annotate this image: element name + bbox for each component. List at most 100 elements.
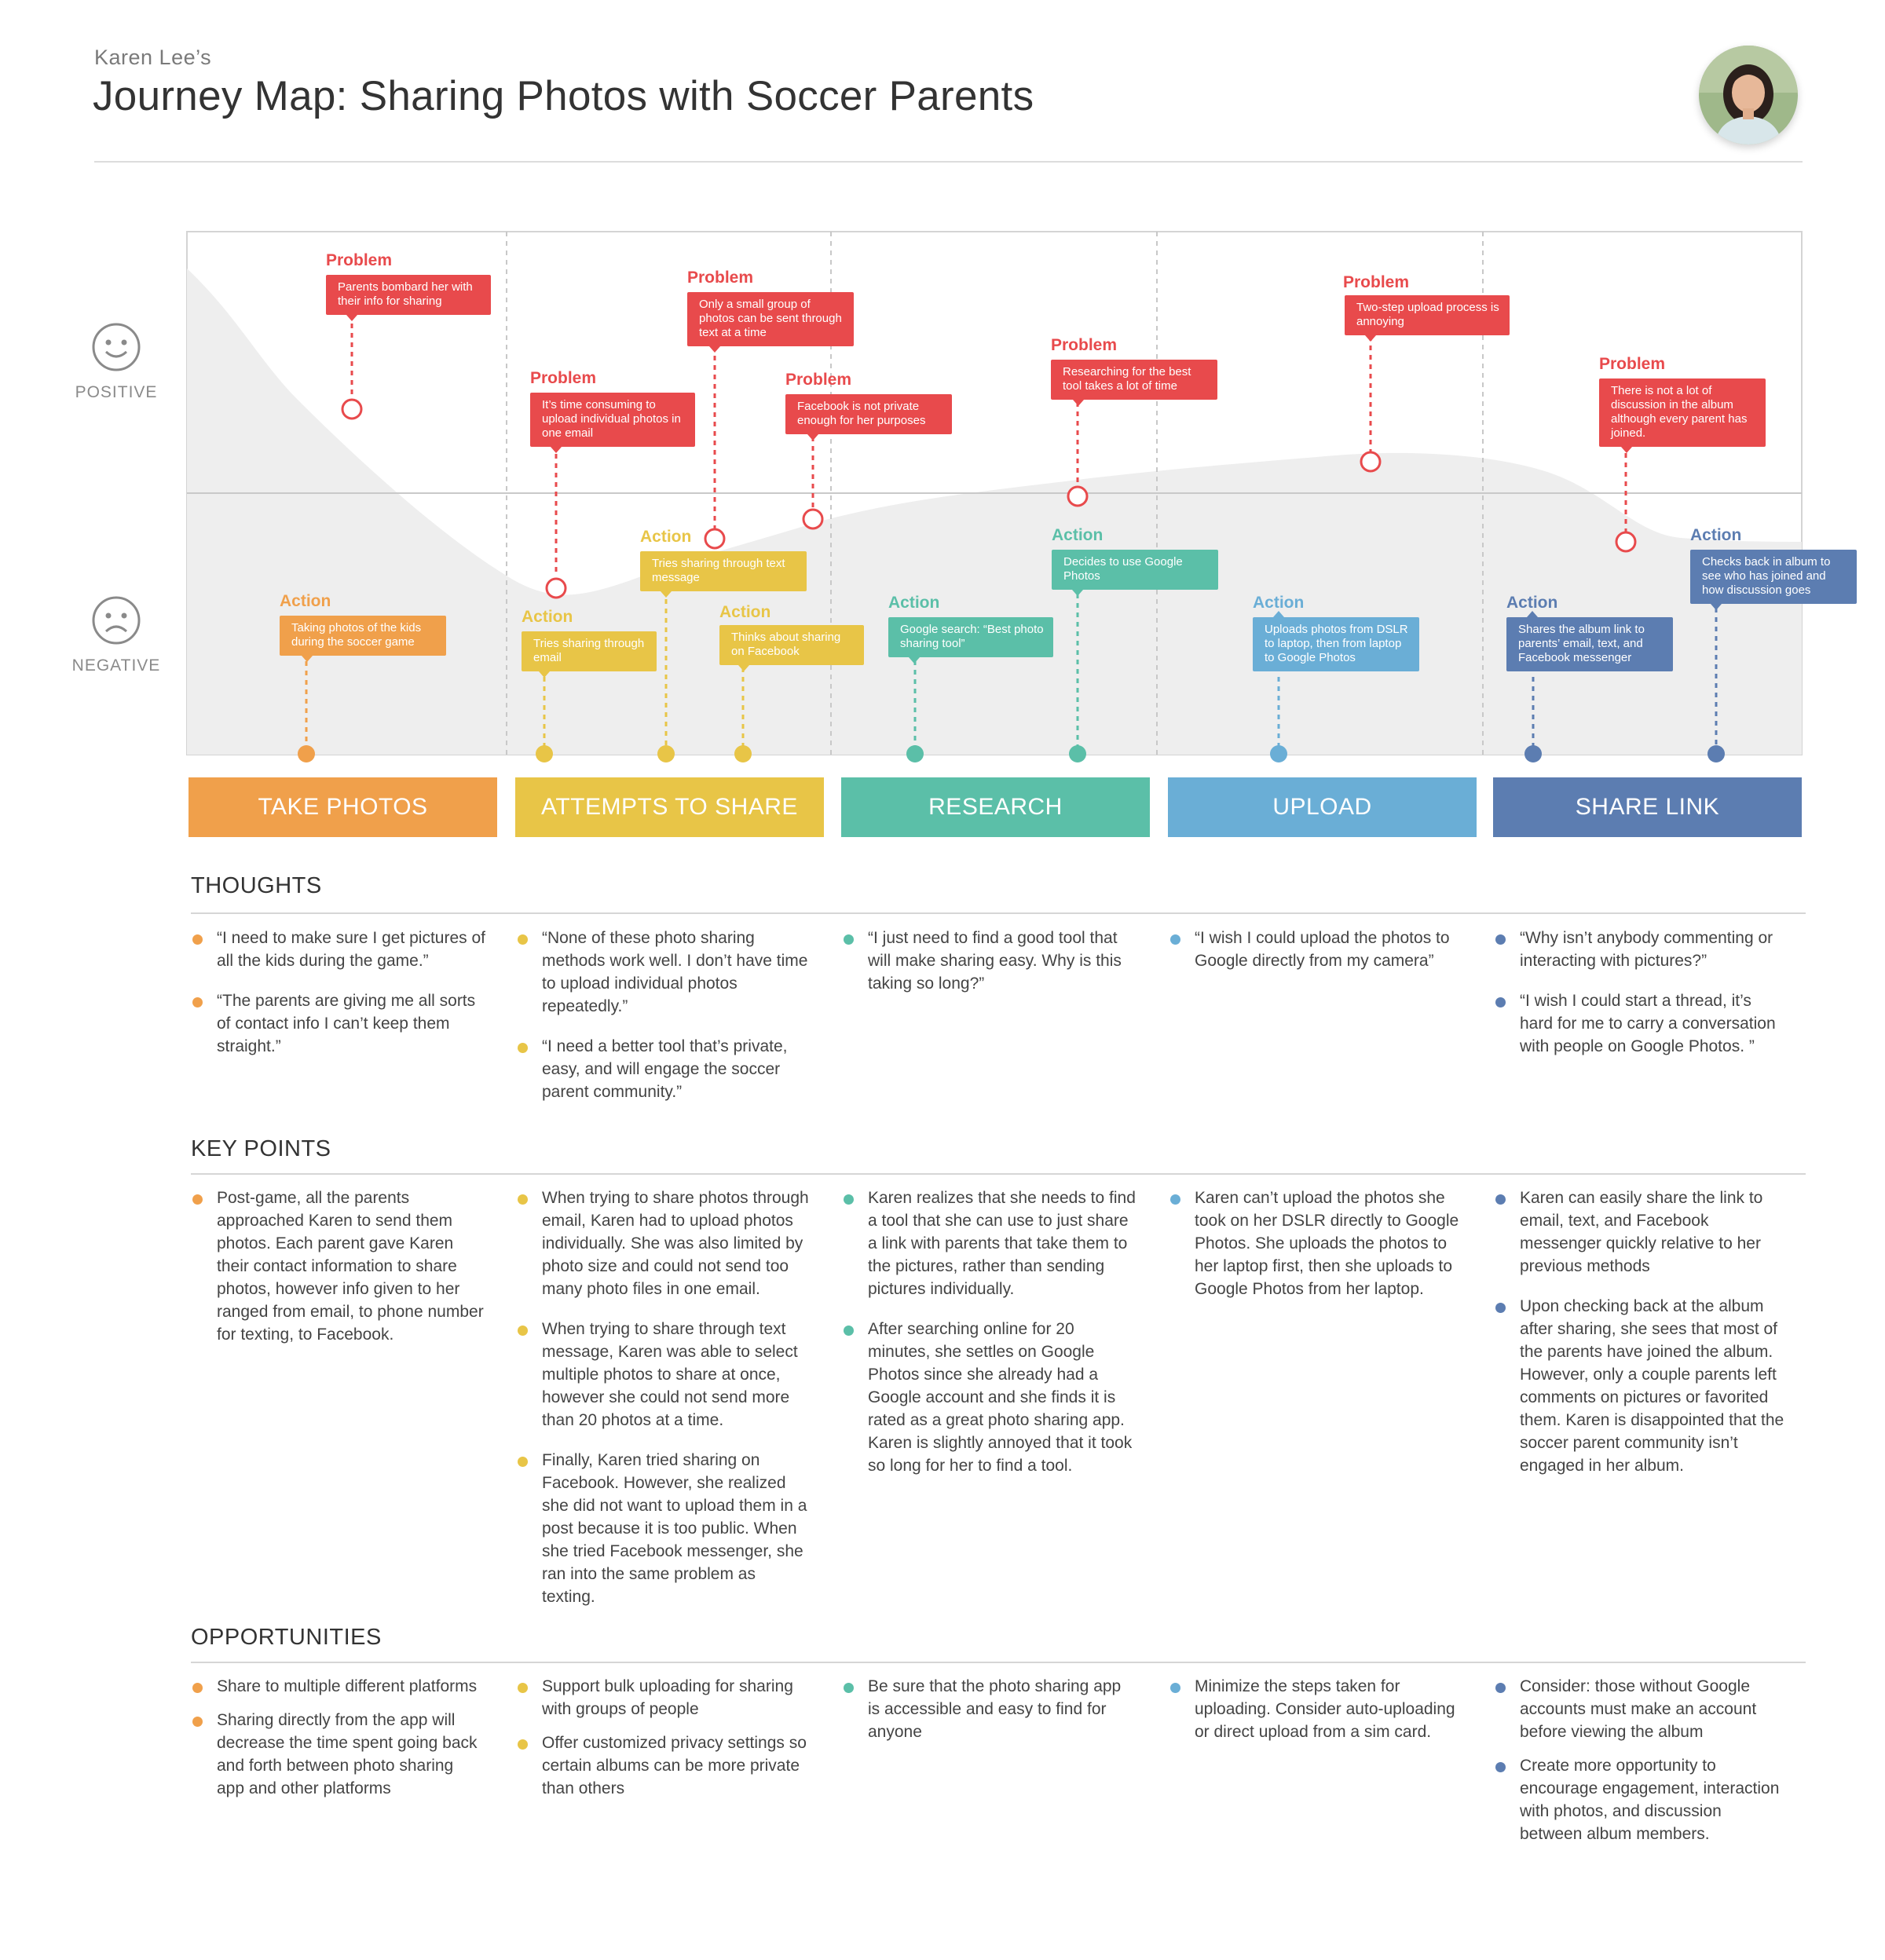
problem-callout: Two-step upload process is annoying xyxy=(1345,295,1510,342)
problem-marker xyxy=(704,528,726,550)
bullet-dot-icon xyxy=(844,1683,854,1693)
list-item-text: Create more opportunity to encourage eng… xyxy=(1520,1757,1780,1843)
list-item: Finally, Karen tried sharing on Facebook… xyxy=(516,1449,811,1608)
list-item: Sharing directly from the app will decre… xyxy=(191,1709,485,1800)
bullet-dot-icon xyxy=(192,997,203,1007)
action-tag: Action xyxy=(280,592,331,610)
bullet-dot-icon xyxy=(518,1043,528,1053)
list-item-text: Karen realizes that she needs to find a … xyxy=(868,1189,1136,1298)
problem-callout: It’s time consuming to upload individual… xyxy=(530,393,695,453)
bullet-dot-icon xyxy=(192,1194,203,1205)
page-subtitle: Karen Lee’s xyxy=(94,46,212,69)
bullet-dot-icon xyxy=(1170,1683,1180,1693)
list-item: “The parents are giving me all sorts of … xyxy=(191,989,485,1058)
action-tag: Action xyxy=(1506,594,1558,612)
action-marker xyxy=(536,745,553,762)
action-marker xyxy=(1270,745,1287,762)
header: Karen Lee’s Journey Map: Sharing Photos … xyxy=(0,0,1885,169)
action-callout: Decides to use Google Photos xyxy=(1052,550,1218,596)
list-item: Post-game, all the parents approached Ka… xyxy=(191,1187,485,1346)
journey-chart: POSITIVE NEGATIVE Problem Parents bombar… xyxy=(0,220,1885,848)
action-tag: Action xyxy=(888,594,940,612)
opportunities-title: OPPORTUNITIES xyxy=(191,1625,382,1650)
list-item: “I need a better tool that’s private, ea… xyxy=(516,1035,811,1103)
problem-markers xyxy=(341,398,1637,599)
list-item-text: Support bulk uploading for sharing with … xyxy=(542,1677,793,1718)
bullet-dot-icon xyxy=(1170,1194,1180,1205)
list-item-text: Minimize the steps taken for uploading. … xyxy=(1195,1677,1455,1741)
problem-tag: Problem xyxy=(1343,273,1410,291)
list-item: Be sure that the photo sharing app is ac… xyxy=(842,1675,1136,1743)
list-item: “None of these photo sharing methods wor… xyxy=(516,927,811,1018)
person-avatar xyxy=(1699,46,1798,144)
list-item: “I wish I could start a thread, it’s har… xyxy=(1494,989,1788,1058)
action-callout: Tries sharing through text message xyxy=(640,551,807,598)
key-points-column: Karen can easily share the link to email… xyxy=(1494,1187,1788,1494)
key-points-column: Karen can’t upload the photos she took o… xyxy=(1169,1187,1463,1318)
bullet-dot-icon xyxy=(1495,1194,1506,1205)
bullet-dot-icon xyxy=(192,1717,203,1727)
key-points-title: KEY POINTS xyxy=(191,1136,331,1161)
smiley-face-icon xyxy=(92,323,141,371)
problem-marker xyxy=(802,508,824,530)
bullet-dot-icon xyxy=(518,934,528,945)
header-divider xyxy=(94,161,1803,163)
action-marker xyxy=(298,745,315,762)
list-item-text: Consider: those without Google accounts … xyxy=(1520,1677,1757,1741)
bullet-dot-icon xyxy=(844,934,854,945)
list-item-text: “I need to make sure I get pictures of a… xyxy=(217,929,486,970)
bullet-dot-icon xyxy=(1170,934,1180,945)
problem-tag: Problem xyxy=(1051,336,1118,354)
problem-marker xyxy=(1067,485,1089,507)
bullet-dot-icon xyxy=(518,1326,528,1336)
thoughts-column: “I need to make sure I get pictures of a… xyxy=(191,927,485,1075)
thoughts-column: “Why isn’t anybody commenting or interac… xyxy=(1494,927,1788,1075)
list-item: “I just need to find a good tool that wi… xyxy=(842,927,1136,995)
bullet-dot-icon xyxy=(518,1457,528,1467)
action-stems xyxy=(305,594,1718,754)
action-callout: Tries sharing through email xyxy=(522,631,657,678)
opportunities-column: Support bulk uploading for sharing with … xyxy=(516,1675,811,1811)
opportunities-divider xyxy=(191,1662,1806,1663)
list-item: “I wish I could upload the photos to Goo… xyxy=(1169,927,1463,972)
stage-upload: UPLOAD xyxy=(1168,777,1477,837)
problem-tag: Problem xyxy=(687,269,754,287)
list-item: Karen can’t upload the photos she took o… xyxy=(1169,1187,1463,1300)
bullet-dot-icon xyxy=(1495,934,1506,945)
list-item-text: After searching online for 20 minutes, s… xyxy=(868,1320,1133,1475)
action-tag: Action xyxy=(1690,526,1742,544)
key-points-column: When trying to share photos through emai… xyxy=(516,1187,811,1625)
action-tag: Action xyxy=(640,528,692,546)
opportunities-column: Minimize the steps taken for uploading. … xyxy=(1169,1675,1463,1754)
bullet-dot-icon xyxy=(1495,997,1506,1007)
action-callout: Google search: “Best photo sharing tool” xyxy=(888,617,1053,664)
stage-take-photos: TAKE PHOTOS xyxy=(188,777,497,837)
bullet-dot-icon xyxy=(192,1683,203,1693)
action-marker xyxy=(1069,745,1086,762)
opportunities-column: Consider: those without Google accounts … xyxy=(1494,1675,1788,1856)
key-points-column: Karen realizes that she needs to find a … xyxy=(842,1187,1136,1494)
list-item: “I need to make sure I get pictures of a… xyxy=(191,927,485,972)
list-item: Consider: those without Google accounts … xyxy=(1494,1675,1788,1743)
action-marker xyxy=(734,745,752,762)
bullet-dot-icon xyxy=(518,1683,528,1693)
list-item: Minimize the steps taken for uploading. … xyxy=(1169,1675,1463,1743)
person-avatar-icon xyxy=(1699,46,1798,144)
problem-marker xyxy=(341,398,363,420)
list-item-text: “I wish I could start a thread, it’s har… xyxy=(1520,992,1776,1055)
thoughts-column: “None of these photo sharing methods wor… xyxy=(516,927,811,1121)
action-marker xyxy=(1707,745,1725,762)
bullet-dot-icon xyxy=(1495,1303,1506,1313)
bullet-dot-icon xyxy=(192,934,203,945)
bullet-dot-icon xyxy=(1495,1683,1506,1693)
action-marker xyxy=(906,745,924,762)
list-item-text: “I wish I could upload the photos to Goo… xyxy=(1195,929,1450,970)
problem-marker xyxy=(1615,531,1637,553)
sad-face-icon xyxy=(92,596,141,645)
list-item-text: When trying to share through text messag… xyxy=(542,1320,798,1429)
stage-share-link: SHARE LINK xyxy=(1493,777,1802,837)
action-callout: Thinks about sharing on Facebook xyxy=(719,625,864,671)
list-item: Karen can easily share the link to email… xyxy=(1494,1187,1788,1278)
list-item-text: “None of these photo sharing methods wor… xyxy=(542,929,808,1015)
action-marker xyxy=(1524,745,1542,762)
